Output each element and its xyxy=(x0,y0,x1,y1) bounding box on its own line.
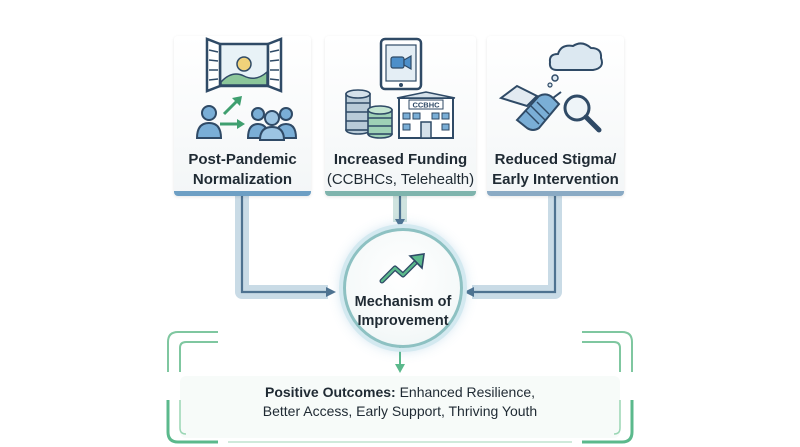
card-accent-bar xyxy=(487,191,624,196)
card-post-pandemic: Post-Pandemic Normalization xyxy=(174,36,311,196)
mechanism-hub: Mechanism of Improvement xyxy=(343,228,463,348)
card-title-line2: (CCBHCs, Telehealth) xyxy=(326,171,475,188)
card-title-line1: Reduced Stigma/ xyxy=(494,151,617,168)
outcome-line1-rest: Enhanced Resilience, xyxy=(395,384,535,400)
open-window-people-icon xyxy=(195,37,298,141)
card-title-line2: Early Intervention xyxy=(492,171,619,188)
card-accent-bar xyxy=(325,191,476,196)
card-title-line1: Post-Pandemic xyxy=(188,151,297,168)
outcome-text: Positive Outcomes: Enhanced Resilience, … xyxy=(200,383,600,421)
card-increased-funding: CCBHC Increased Funding (CCBHCs, Telehea… xyxy=(325,36,476,196)
tablet-coins-clinic-icon: CCBHC xyxy=(345,37,456,139)
card-reduced-stigma: Reduced Stigma/ Early Intervention xyxy=(487,36,624,196)
outcome-line2: Better Access, Early Support, Thriving Y… xyxy=(262,403,538,419)
card-title-line1: Increased Funding xyxy=(333,151,468,168)
card-accent-bar xyxy=(174,191,311,196)
trending-up-arrow-icon xyxy=(379,253,425,284)
card-title-line2: Normalization xyxy=(192,171,293,188)
hub-title-line2: Improvement xyxy=(357,313,449,329)
clinic-sign: CCBHC xyxy=(412,101,440,110)
outcome-heading: Positive Outcomes: xyxy=(264,384,396,400)
hub-title-line1: Mechanism of xyxy=(354,294,452,310)
outcome-line1: Positive Outcomes: Enhanced Resilience, xyxy=(200,383,600,402)
handshake-magnifier-icon xyxy=(498,42,603,133)
